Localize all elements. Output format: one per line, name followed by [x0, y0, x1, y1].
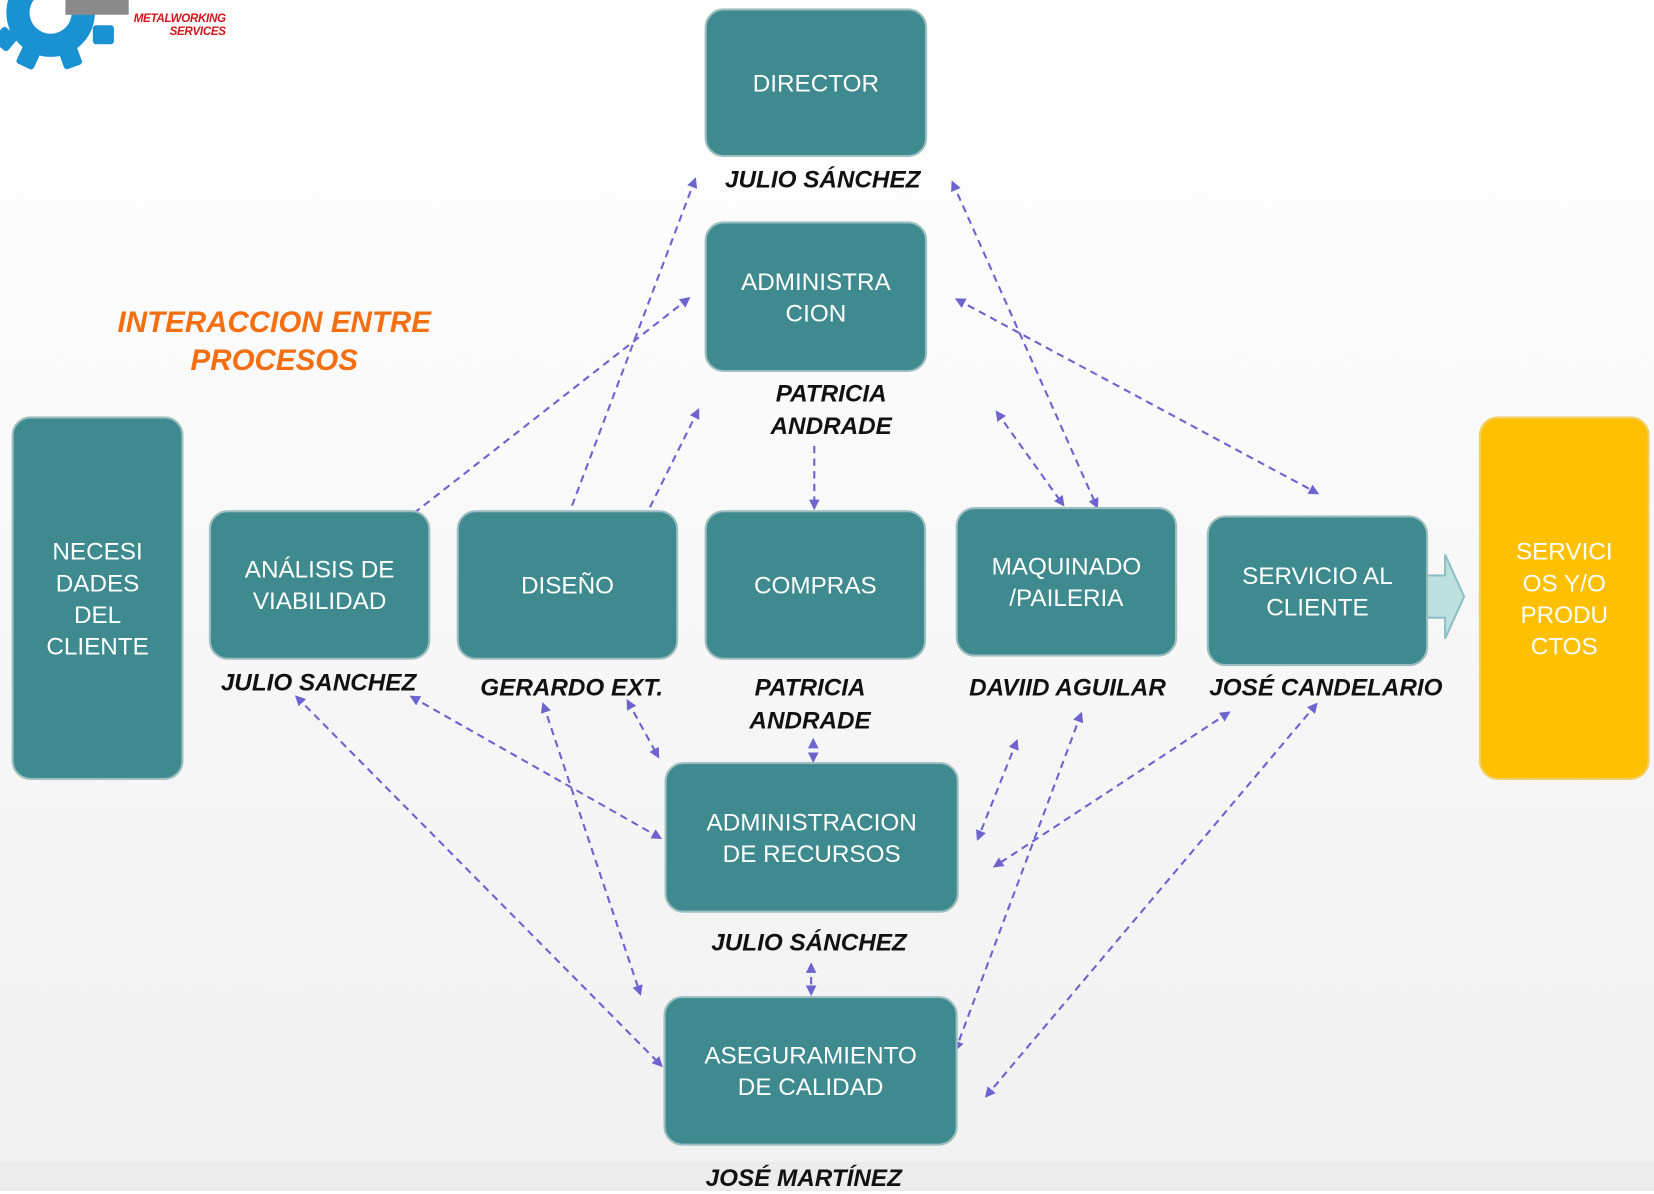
gear-icon: [0, 0, 129, 70]
owner-recursos: JULIO SÁNCHEZ: [711, 928, 907, 956]
owner-administracion: PATRICIA ANDRADE: [770, 379, 892, 440]
owner-diseno: GERARDO EXT.: [480, 673, 664, 701]
connector-analisis-recursos: [409, 695, 663, 839]
connector-director-maquinado: [951, 180, 1099, 509]
connector-administracion-servicio: [954, 298, 1320, 495]
owner-analisis-viabilidad: JULIO SANCHEZ: [220, 668, 417, 696]
process-administracion: ADMINISTRA CION: [704, 221, 928, 373]
process-analisis-viabilidad: ANÁLISIS DE VIABILIDAD: [208, 510, 431, 660]
process-compras: COMPRAS: [704, 510, 927, 660]
owner-calidad: JOSÉ MARTÍNEZ: [705, 1163, 902, 1192]
connector-maquinado-calidad: [953, 711, 1084, 1052]
process-aseguramiento-calidad: ASEGURAMIENTO DE CALIDAD: [663, 996, 958, 1146]
connector-diseno-recursos: [626, 699, 660, 759]
process-servicios-productos: SERVICI OS Y/O PRODU CTOS: [1478, 416, 1650, 780]
owner-servicio-cliente: JOSÉ CANDELARIO: [1209, 673, 1443, 701]
connector-administracion-maquinado: [995, 410, 1065, 507]
connector-maquinado-recursos: [976, 739, 1019, 841]
connector-diseno-calidad: [540, 702, 643, 996]
process-maquinado-paileria: MAQUINADO /PAILERIA: [955, 506, 1178, 657]
process-administracion-recursos: ADMINISTRACION DE RECURSOS: [664, 762, 959, 913]
connector-servicio-calidad: [984, 702, 1318, 1098]
footer-band: [0, 1161, 1654, 1192]
owner-director: JULIO SÁNCHEZ: [725, 165, 921, 193]
process-necesidades-cliente: NECESI DADES DEL CLIENTE: [11, 416, 184, 780]
output-arrow: [1425, 553, 1466, 640]
connector-servicio-recursos: [992, 711, 1231, 868]
process-servicio-cliente: SERVICIO AL CLIENTE: [1206, 515, 1429, 667]
company-logo: METALWORKING SERVICES: [0, 0, 228, 70]
owner-compras: PATRICIA ANDRADE: [749, 673, 871, 734]
process-diseno: DISEÑO: [456, 510, 679, 660]
connector-analisis-calidad: [294, 695, 663, 1068]
process-director: DIRECTOR: [704, 8, 928, 158]
logo-tagline: METALWORKING SERVICES: [133, 12, 226, 38]
connector-administracion-diseno: [617, 408, 700, 574]
owner-maquinado: DAVIID AGUILAR: [969, 673, 1166, 701]
